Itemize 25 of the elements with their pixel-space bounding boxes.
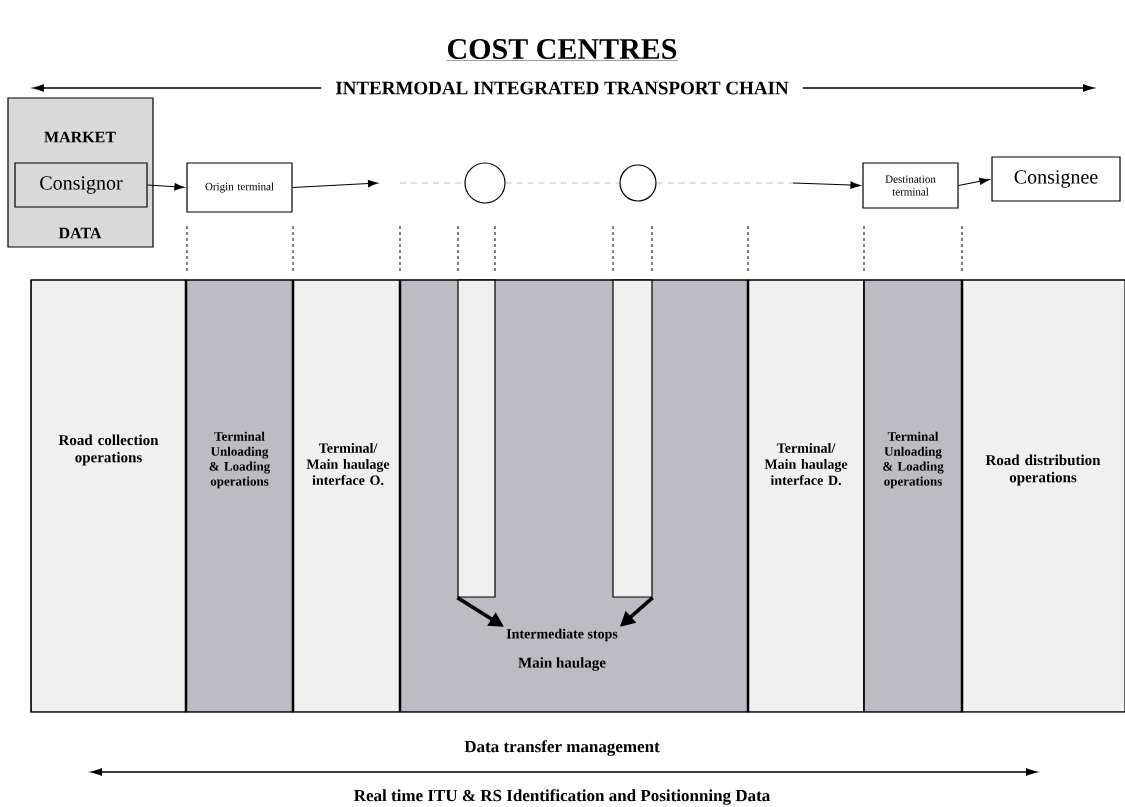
stop-slot: [612, 279, 653, 598]
arrow: [958, 177, 990, 186]
consignor-box: Consignor: [14, 162, 148, 208]
cost-centre-band: Terminal Unloading & Loading operations: [185, 279, 294, 713]
terminal-box: Origin terminal: [186, 162, 293, 213]
caption-label: Real time ITU & RS Identification and Positionning Data: [354, 789, 770, 805]
cost-centre-band: Terminal/ Main haulage interface D.: [747, 279, 865, 713]
connector-line: [505, 182, 620, 184]
arrow: [792, 181, 861, 189]
stop-circle: [464, 162, 506, 204]
cost-centre-band: Terminal Unloading & Loading operations: [863, 279, 963, 713]
cost-centre-band: Road collection operations: [30, 279, 187, 713]
consignee-box: Consignee: [991, 156, 1121, 202]
chain-label: INTERMODAL INTEGRATED TRANSPORT CHAIN: [321, 78, 803, 98]
stop-circle: [619, 164, 657, 202]
stop-slot: [457, 279, 496, 598]
stop-label: Intermediate stops: [506, 628, 618, 642]
caption-label: Data transfer management: [464, 740, 660, 756]
cost-centre-band: Terminal/ Main haulage interface O.: [292, 279, 401, 713]
cost-centre-band: Road distribution operations: [961, 279, 1125, 713]
title: COST CENTRES: [446, 38, 678, 61]
connector-line: [656, 182, 794, 184]
terminal-box: Destination terminal: [862, 162, 959, 209]
arrow: [147, 183, 185, 191]
arrow: [292, 179, 379, 188]
